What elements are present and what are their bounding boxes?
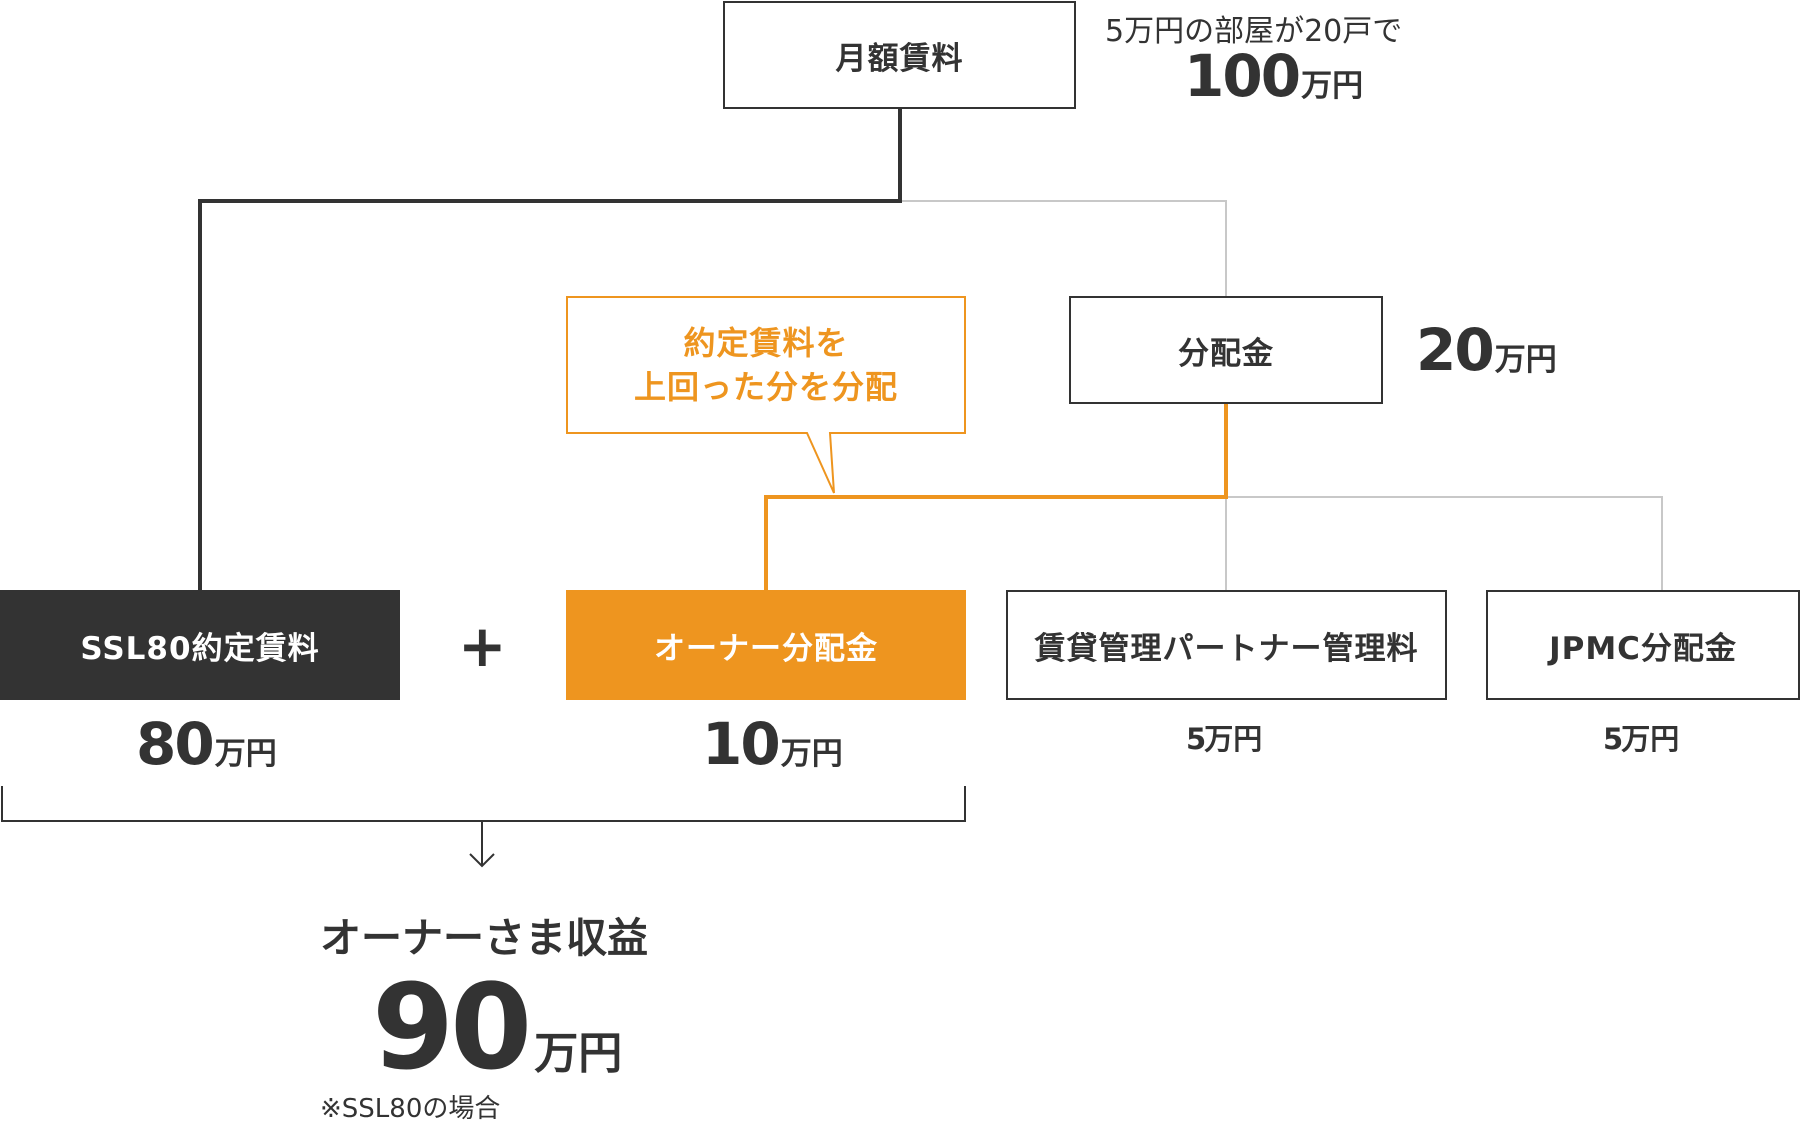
- ssl-rent-label: SSL80約定賃料: [80, 630, 320, 667]
- ssl-number: 80: [136, 710, 215, 778]
- plus-sign: +: [458, 612, 507, 680]
- connector-top-to-ssl: [198, 108, 902, 590]
- partner-fee-box: 賃貸管理パートナー管理料: [1006, 590, 1447, 700]
- jpmc-distribution-box: JPMC分配金: [1486, 590, 1800, 700]
- connector-distribution-to-jpmc: [1226, 496, 1663, 590]
- owner-income-number: 90: [372, 958, 532, 1096]
- monthly-rent-label: 月額賃料: [835, 40, 964, 77]
- connector-distribution-to-owner: [764, 404, 1228, 590]
- ssl-unit: 万円: [214, 736, 277, 772]
- callout-line-2: 上回った分を分配: [633, 368, 898, 406]
- arrow-head-icon: [469, 853, 495, 868]
- footnote: ※SSL80の場合: [320, 1094, 501, 1124]
- distribution-number: 20: [1416, 316, 1495, 384]
- monthly-rent-unit: 万円: [1301, 68, 1364, 104]
- partner-amount: 5万円: [1186, 716, 1262, 758]
- monthly-rent-box: 月額賃料: [723, 1, 1076, 109]
- monthly-rent-number: 100: [1184, 42, 1301, 110]
- monthly-rent-amount: 100万円: [1184, 42, 1363, 110]
- partner-number: 5: [1186, 722, 1206, 756]
- jpmc-distribution-label: JPMC分配金: [1549, 630, 1737, 667]
- distribution-unit: 万円: [1494, 342, 1557, 378]
- partner-unit: 万円: [1204, 722, 1263, 756]
- partner-fee-label: 賃貸管理パートナー管理料: [1034, 630, 1419, 667]
- header-note: 5万円の部屋が20戸で: [1105, 14, 1403, 49]
- ssl-rent-box: SSL80約定賃料: [0, 590, 400, 700]
- sum-bracket: [1, 786, 966, 822]
- jpmc-unit: 万円: [1621, 722, 1680, 756]
- owner-income-label: オーナーさま収益: [320, 914, 648, 962]
- owner-amount: 10万円: [702, 710, 843, 778]
- callout: 約定賃料を 上回った分を分配: [566, 296, 966, 434]
- distribution-label: 分配金: [1178, 335, 1274, 372]
- owner-distribution-box: オーナー分配金: [566, 590, 966, 700]
- callout-line-1: 約定賃料を: [683, 324, 849, 362]
- distribution-amount: 20万円: [1416, 316, 1557, 384]
- callout-bubble: [566, 296, 966, 494]
- owner-distribution-label: オーナー分配金: [654, 630, 878, 667]
- ssl-amount: 80万円: [136, 710, 277, 778]
- distribution-box: 分配金: [1069, 296, 1383, 404]
- jpmc-number: 5: [1603, 722, 1623, 756]
- owner-unit: 万円: [780, 736, 843, 772]
- connector-top-to-distribution: [900, 200, 1227, 296]
- owner-number: 10: [702, 710, 781, 778]
- jpmc-amount: 5万円: [1603, 716, 1679, 758]
- owner-income-unit: 万円: [534, 1028, 623, 1079]
